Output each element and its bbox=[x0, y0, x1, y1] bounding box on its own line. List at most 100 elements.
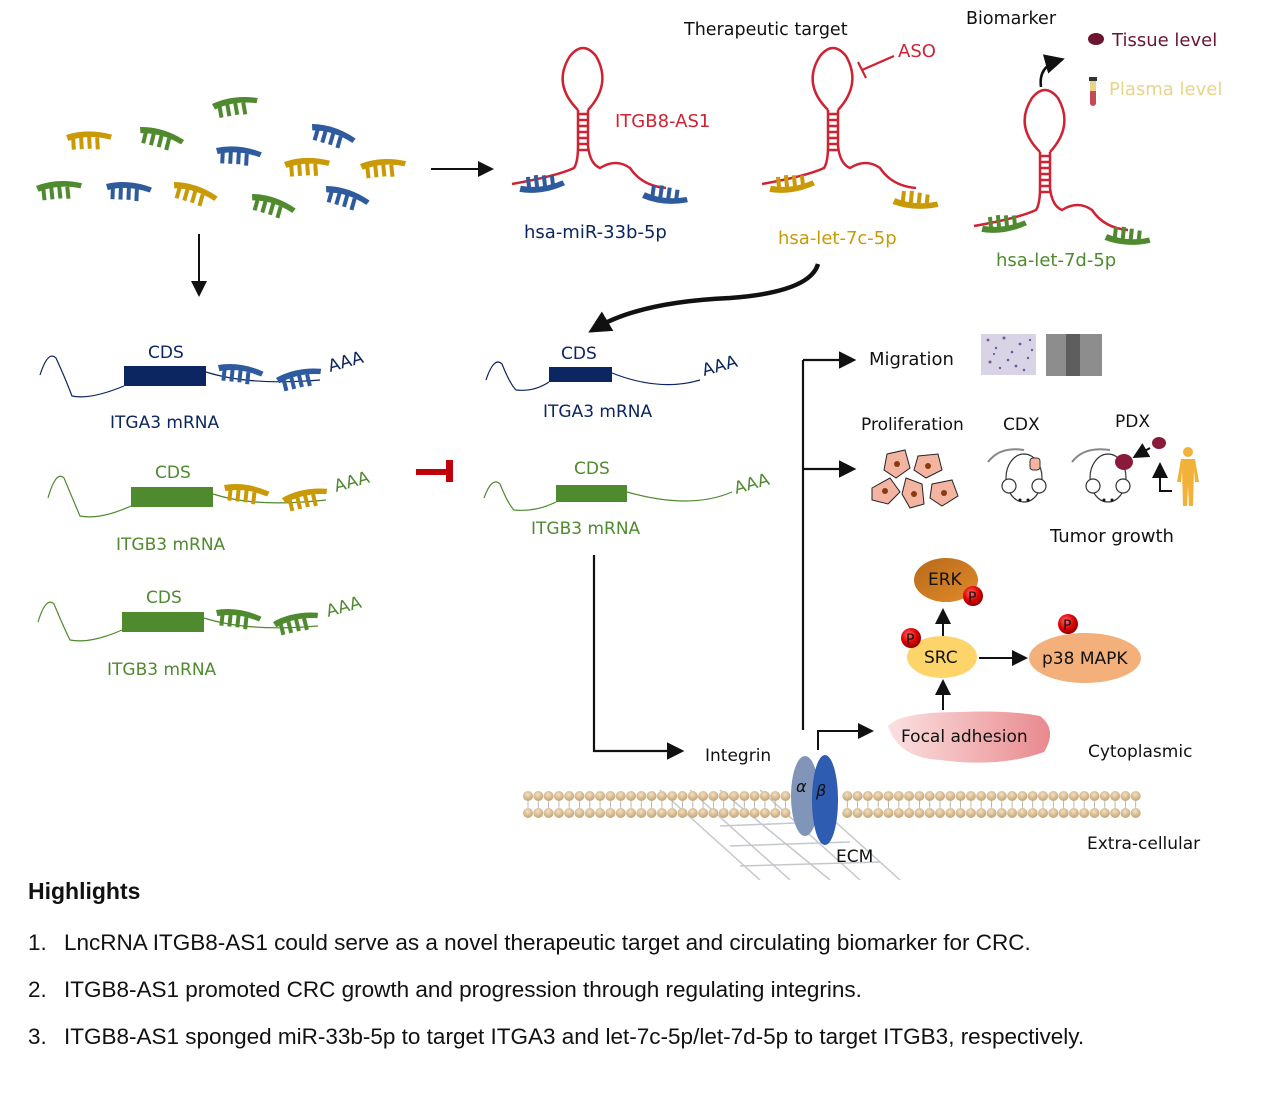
patient-tumor-icon bbox=[1152, 437, 1166, 449]
mrna-itga3-free bbox=[485, 361, 701, 391]
lipid-head bbox=[667, 808, 678, 818]
arrow-biomarker bbox=[1039, 54, 1065, 88]
lipid-head bbox=[842, 791, 853, 801]
cds-block bbox=[122, 612, 204, 632]
polya-label: AAA bbox=[332, 468, 372, 497]
cytoplasmic-label: Cytoplasmic bbox=[1088, 742, 1192, 762]
lipid-head bbox=[893, 808, 904, 818]
beta-label: β bbox=[815, 781, 826, 800]
lipid-head bbox=[873, 791, 884, 801]
arrow-release-mrna bbox=[588, 263, 821, 333]
lncrna-label: ITGB8-AS1 bbox=[615, 111, 710, 132]
mirna-let7d-icon bbox=[35, 178, 84, 202]
lipid-head bbox=[986, 791, 997, 801]
lipid-head bbox=[687, 808, 698, 818]
wound-healing-image bbox=[1046, 334, 1102, 376]
inhibition-icon bbox=[416, 460, 453, 482]
lipid-head bbox=[862, 791, 873, 801]
lipid-head bbox=[1079, 808, 1090, 818]
mrna-itgb3-repressed-let7c bbox=[47, 475, 331, 518]
lipid-head bbox=[1027, 808, 1038, 818]
biomarker-label: Biomarker bbox=[966, 9, 1057, 29]
lipid-head bbox=[883, 808, 894, 818]
cds-label: CDS bbox=[561, 344, 597, 364]
lipid-head bbox=[729, 808, 739, 818]
lipid-head bbox=[626, 808, 636, 818]
src-label: SRC bbox=[924, 648, 958, 668]
lipid-head bbox=[1120, 808, 1131, 818]
blood-tube-icon bbox=[1089, 77, 1097, 106]
lipid-head bbox=[729, 791, 739, 801]
cds-label: CDS bbox=[146, 588, 182, 608]
lipid-head bbox=[759, 808, 770, 818]
highlight-text: ITGB8-AS1 promoted CRC growth and progre… bbox=[64, 977, 862, 1002]
cds-block bbox=[549, 367, 612, 382]
lipid-head bbox=[904, 808, 915, 818]
cdx-label: CDX bbox=[1003, 415, 1040, 435]
mirna-let7d-icon bbox=[136, 124, 186, 154]
lipid-head bbox=[708, 791, 719, 801]
lipid-head bbox=[667, 791, 678, 801]
lipid-head bbox=[924, 808, 935, 818]
mirna-mir33b-icon bbox=[215, 145, 263, 167]
lipid-head bbox=[883, 791, 894, 801]
lipid-head bbox=[698, 791, 709, 801]
focal-adhesion-label: Focal adhesion bbox=[901, 727, 1028, 747]
mirna-label-let7c: hsa-let-7c-5p bbox=[778, 228, 897, 249]
extracellular-label: Extra-cellular bbox=[1087, 834, 1200, 854]
lipid-head bbox=[1068, 791, 1079, 801]
lipid-head bbox=[656, 808, 667, 818]
lipid-head bbox=[955, 791, 966, 801]
highlight-item: 1. LncRNA ITGB8-AS1 could serve as a nov… bbox=[28, 919, 1258, 966]
lipid-head bbox=[935, 791, 945, 801]
lipid-head bbox=[1027, 791, 1038, 801]
arrow-integrin-to-fa bbox=[817, 723, 874, 750]
proliferation-label: Proliferation bbox=[861, 415, 964, 435]
lipid-head bbox=[626, 791, 636, 801]
lipid-head bbox=[976, 791, 987, 801]
lipid-head bbox=[1130, 808, 1141, 818]
arrow-from-patient bbox=[1152, 462, 1172, 492]
lipid-head bbox=[1048, 808, 1059, 818]
lipid-head bbox=[935, 808, 945, 818]
lipid-head bbox=[1130, 791, 1141, 801]
lipid-head bbox=[677, 791, 688, 801]
pdx-mouse-icon bbox=[1071, 448, 1133, 503]
lipid-head bbox=[780, 791, 791, 801]
ecm-label: ECM bbox=[836, 847, 873, 867]
src-node bbox=[907, 636, 977, 678]
polya-label: AAA bbox=[326, 348, 366, 377]
lipid-head bbox=[1058, 791, 1069, 801]
p38-label: p38 MAPK bbox=[1042, 649, 1128, 669]
phospho-label: P bbox=[1063, 618, 1071, 634]
integrin-label: Integrin bbox=[705, 746, 771, 766]
lipid-head bbox=[708, 808, 719, 818]
lipid-head bbox=[584, 808, 595, 818]
lipid-head bbox=[1089, 791, 1100, 801]
lipid-head bbox=[759, 791, 770, 801]
highlight-number: 1. bbox=[28, 930, 47, 955]
lipid-head bbox=[687, 791, 698, 801]
aso-inhibition-icon bbox=[857, 54, 895, 79]
lipid-head bbox=[595, 808, 606, 818]
lipid-head bbox=[1058, 808, 1069, 818]
lipid-head bbox=[842, 808, 853, 818]
lipid-head bbox=[749, 791, 760, 801]
plasma-level-label: Plasma level bbox=[1109, 79, 1222, 100]
lipid-head bbox=[1089, 808, 1100, 818]
cell-membrane bbox=[523, 791, 1141, 818]
lipid-head bbox=[543, 808, 554, 818]
lipid-head bbox=[852, 808, 863, 818]
lipid-head bbox=[1038, 791, 1048, 801]
lipid-head bbox=[770, 808, 781, 818]
highlights-title: Highlights bbox=[28, 878, 141, 904]
lipid-head bbox=[1048, 791, 1059, 801]
phospho-p38-icon bbox=[1058, 614, 1078, 634]
lipid-head bbox=[1120, 791, 1131, 801]
lipid-head bbox=[749, 808, 760, 818]
lipid-head bbox=[698, 808, 709, 818]
lipid-head bbox=[739, 808, 750, 818]
mechanism-diagram: ITGB8-AS1 hsa-miR-33b-5p Therapeutic tar… bbox=[35, 9, 1222, 880]
lipid-head bbox=[533, 791, 544, 801]
highlight-text: LncRNA ITGB8-AS1 could serve as a novel … bbox=[64, 930, 1031, 955]
